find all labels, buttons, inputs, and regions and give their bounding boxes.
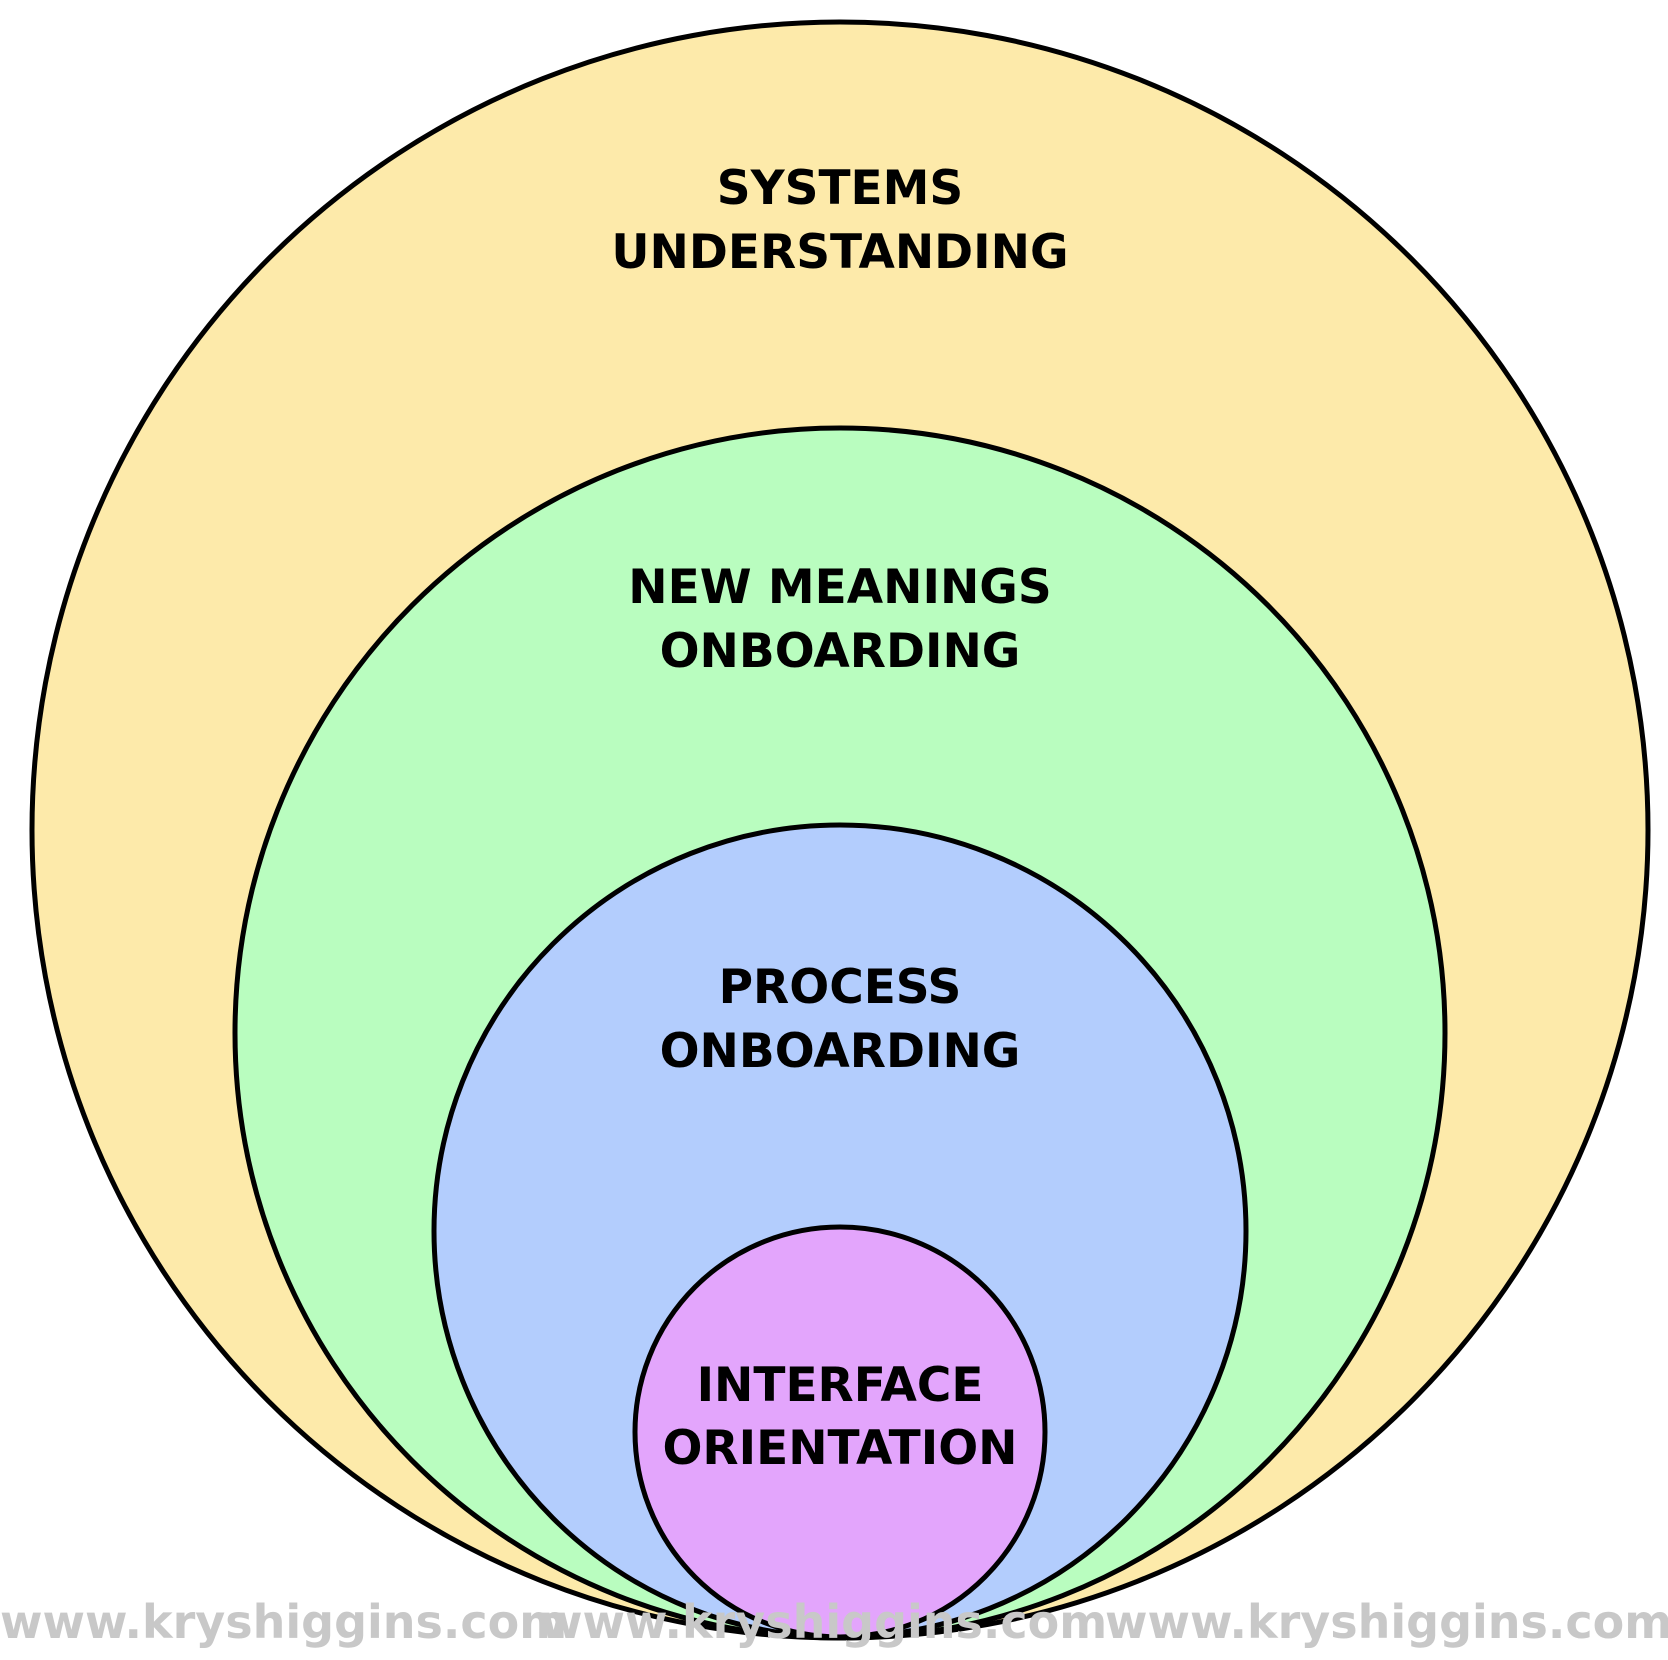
systems-understanding-label-line-2: UNDERSTANDING [611, 225, 1068, 280]
interface-orientation-label-line-1: INTERFACE [697, 1358, 984, 1413]
ring-interface-orientation-shape [632, 1224, 1048, 1640]
watermark-left: www.kryshiggins.com [0, 1595, 567, 1649]
new-meanings-onboarding-label-line-2: ONBOARDING [660, 624, 1021, 679]
systems-understanding-label-line-1: SYSTEMS [717, 161, 964, 216]
interface-orientation-label-line-2: ORIENTATION [662, 1421, 1017, 1476]
watermark-right: www.kryshiggins.com [1105, 1595, 1668, 1649]
watermark-center: www.kryshiggins.com [540, 1595, 1107, 1649]
ring-interface-orientation [632, 1224, 1048, 1640]
process-onboarding-label-line-2: ONBOARDING [660, 1024, 1021, 1079]
process-onboarding-label-line-1: PROCESS [719, 960, 962, 1015]
new-meanings-onboarding-label-line-1: NEW MEANINGS [628, 560, 1051, 615]
